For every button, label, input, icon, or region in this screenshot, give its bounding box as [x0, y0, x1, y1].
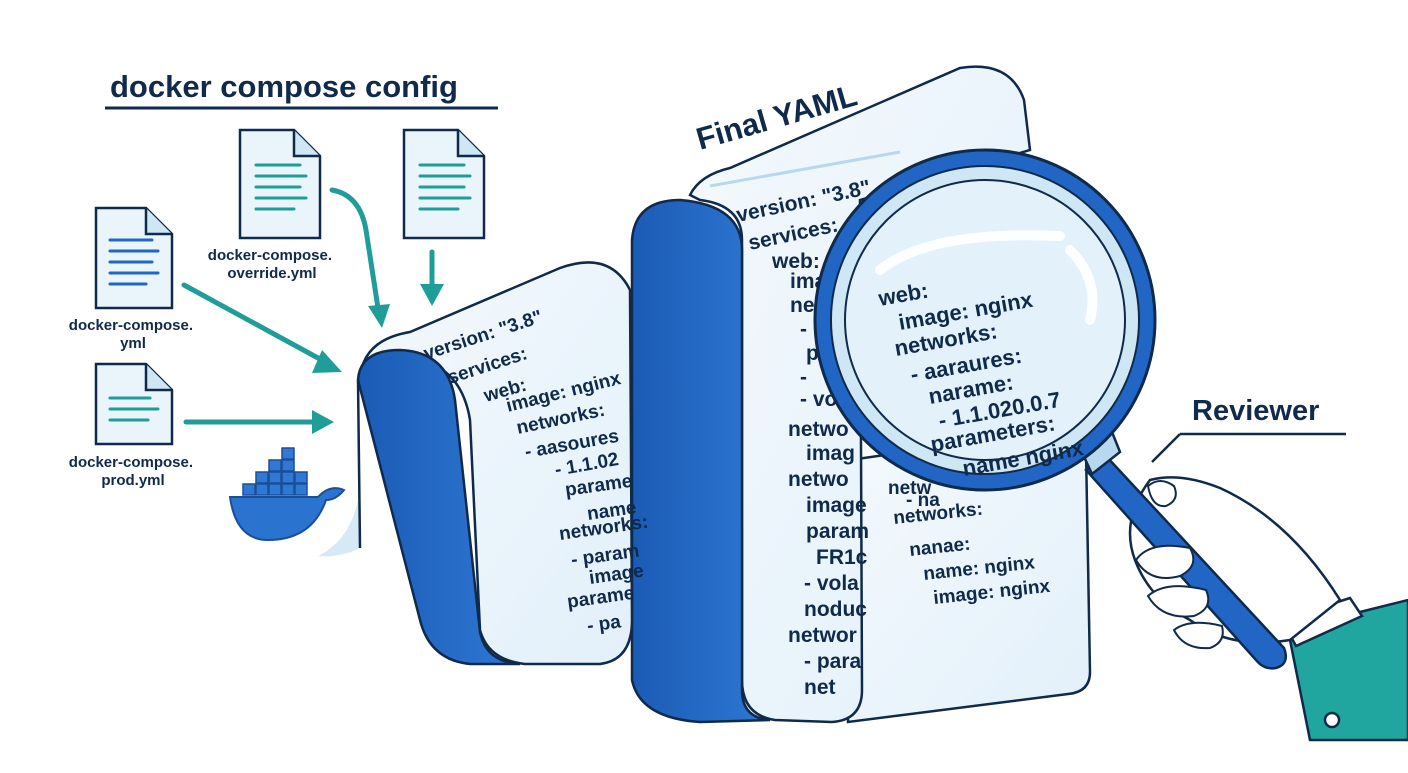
reviewer-label-group: Reviewer	[1151, 395, 1346, 463]
yaml-back-line: FR1c	[816, 546, 868, 569]
yaml-back-line: - vola	[804, 572, 859, 595]
yaml-back-line: web:	[771, 250, 820, 273]
yaml-back-line: netwo	[788, 418, 849, 441]
file-icon-extra	[402, 128, 486, 240]
file-label-base: docker-compose. yml	[69, 317, 197, 352]
yaml-back-line: netwo	[788, 468, 849, 491]
yaml-back-line: noduc	[804, 598, 867, 621]
yaml-back-line: param	[806, 520, 869, 543]
magnifier-icon	[813, 148, 1157, 492]
yaml-back-line: image	[806, 494, 867, 517]
yaml-back-line: -	[800, 366, 807, 389]
yaml-right-line: - na	[906, 490, 940, 511]
file-icon-prod	[94, 362, 174, 446]
merge-arrows	[181, 187, 435, 425]
yaml-front-line: - pa	[586, 611, 623, 637]
docker-whale-icon	[228, 447, 346, 542]
file-icon-base	[94, 206, 174, 310]
yaml-right-line: netw	[888, 478, 932, 499]
merged-yaml-scroll	[318, 261, 634, 666]
diagram-title: docker compose config	[110, 69, 458, 104]
yaml-back-line: net	[804, 676, 836, 699]
yaml-back-line: - vo	[800, 388, 837, 411]
yaml-back-line: - para	[804, 650, 862, 673]
yaml-back-line: imag	[806, 442, 855, 465]
yaml-back-line: networ	[788, 624, 857, 647]
diagram-title-group: docker compose config	[105, 69, 498, 110]
file-icon-override	[238, 128, 322, 240]
reviewer-label: Reviewer	[1192, 395, 1319, 427]
file-label-override: docker-compose. override.yml	[208, 247, 336, 282]
arrow-base	[181, 282, 321, 361]
yaml-back-line: -	[800, 318, 807, 341]
arrow-heads	[312, 284, 444, 434]
arrow-override	[329, 187, 381, 311]
file-label-prod: docker-compose. prod.yml	[69, 454, 197, 489]
hand-fingers	[1134, 480, 1224, 650]
